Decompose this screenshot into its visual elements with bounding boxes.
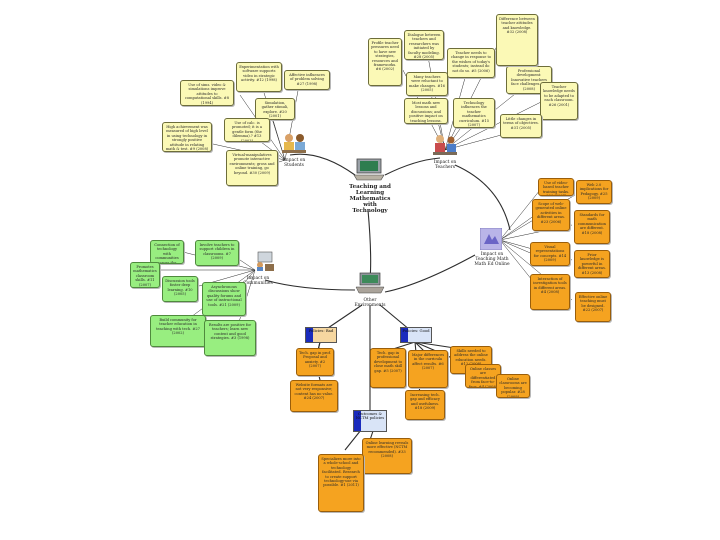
policies-good-box-1: Tech. gap in professional development to… <box>370 348 406 388</box>
communities-box-5: Asynchronous discussions show quality fo… <box>202 282 246 316</box>
node-teachers-label: Impact on Teachers <box>433 160 457 170</box>
central-computer-icon <box>352 157 386 181</box>
students-box-1: Use of sims. video & simulations improve… <box>180 80 234 106</box>
tools-box-2: Web 2.0 implications for Pedagogy. #25 (… <box>576 180 612 204</box>
node-students-label: Impact on Students <box>282 158 306 168</box>
students-box-7: Virtual-manipulatives promote interactiv… <box>226 150 278 186</box>
connector-center-teachers <box>384 157 441 176</box>
connector-good-boxes <box>389 341 481 396</box>
policies-good-box-5: Online classrooms are becoming popular. … <box>496 374 530 398</box>
tools-box-8: Effective online teaching must be design… <box>575 292 611 322</box>
communities-box-6: Build community for teacher education in… <box>150 315 206 347</box>
communities-icon <box>254 250 276 272</box>
policies-bad-box-2: Website formats are not very responsive;… <box>290 380 338 412</box>
teachers-box-3: Many teachers were reluctant to make cha… <box>406 72 448 96</box>
teachers-box-1: Profile teacher pressures need to have n… <box>368 38 402 86</box>
central-topic-label: Teaching and Learning Mathematics with T… <box>349 184 391 214</box>
tools-box-3: Scope of web-generated online activities… <box>532 199 570 231</box>
teachers-box-7: Professional development: Innovative tea… <box>506 66 552 94</box>
communities-box-3: Promotes mathematics classroom skills. #… <box>130 262 160 288</box>
policies-good-box-6: Increasing tech. gap and efficacy and us… <box>405 390 445 420</box>
tools-box-1: Use of video-based teacher training task… <box>538 178 574 196</box>
students-icon <box>280 132 308 154</box>
teachers-box-6: Technology influences the teacher mathem… <box>453 98 495 128</box>
communities-box-2: Involve teachers to support children in … <box>195 240 239 266</box>
policies-bad-box-1: Tech. gap in prof. Proposal and anxiety.… <box>296 348 334 376</box>
tools-box-5: Visual representations for concepts. #14… <box>530 242 570 266</box>
node-tools-label: Impact on Teaching Math Math Ed Online <box>474 252 510 267</box>
outcome-box-2: Specializes more into a whole-school and… <box>318 454 364 512</box>
tools-icon <box>479 227 503 251</box>
communities-box-4: Discussion tools foster deep learning. #… <box>162 276 198 302</box>
students-box-4: Simulation, gather stimuli, explore. #20… <box>255 98 295 120</box>
students-box-5: Use of calc. is promoted; it is a gentle… <box>224 118 270 142</box>
node-communities-label: Impact on Communities <box>243 276 273 286</box>
connector-center-students <box>289 153 356 176</box>
tools-box-6: Prior knowledge is powerful in different… <box>574 250 610 278</box>
students-box-3: Affective influences of problem solving … <box>284 70 330 90</box>
policies-good-header: Policies: Good <box>400 327 432 343</box>
students-box-2: Experimentation with software supports v… <box>236 62 282 92</box>
teachers-box-4: Teacher needs to change in response to t… <box>447 48 495 78</box>
teachers-box-9: Teacher knowledge needs to be adapted to… <box>540 82 578 120</box>
policies-bad-header: Policies: Bad <box>305 327 337 343</box>
connector-center-environments <box>367 209 372 281</box>
connector-environments-communities <box>264 279 356 291</box>
communities-box-7: Results are positive for teachers; learn… <box>204 320 256 356</box>
connector-env-policies-good <box>379 304 411 331</box>
node-environments-label: Other Environments <box>354 298 386 308</box>
communities-box-1: Connection of technology with communitie… <box>150 240 184 264</box>
connector-tools-environments <box>384 254 476 293</box>
teachers-icon <box>432 134 458 156</box>
teachers-box-10: Little changes in terms of objectives. #… <box>500 114 542 138</box>
environments-icon <box>355 272 385 294</box>
policies-good-box-4: Online classes are differentiated from f… <box>465 364 501 388</box>
teachers-box-2: Dialogue between teachers and researcher… <box>404 30 444 60</box>
students-box-6: High achievement was measured of high le… <box>162 122 212 152</box>
connector-env-policies-bad <box>324 304 363 331</box>
connector-teachers-box8 <box>444 99 546 151</box>
outcome-box-1: Online learning reveals more effective (… <box>362 438 412 474</box>
connector-teachers-tools <box>454 164 511 231</box>
tools-box-7: Interaction of investigation tools in di… <box>530 274 570 310</box>
tools-box-4: Standards for math communication are dif… <box>574 210 610 244</box>
teachers-box-8: Difference between teacher attitudes and… <box>496 14 538 66</box>
policies-good-box-2: Major differences in the curricula affec… <box>408 350 448 388</box>
teachers-box-5: Most math new lessons and discussions; a… <box>404 98 448 124</box>
outcomes-header: Outcomes & NCTM policies <box>353 410 387 432</box>
